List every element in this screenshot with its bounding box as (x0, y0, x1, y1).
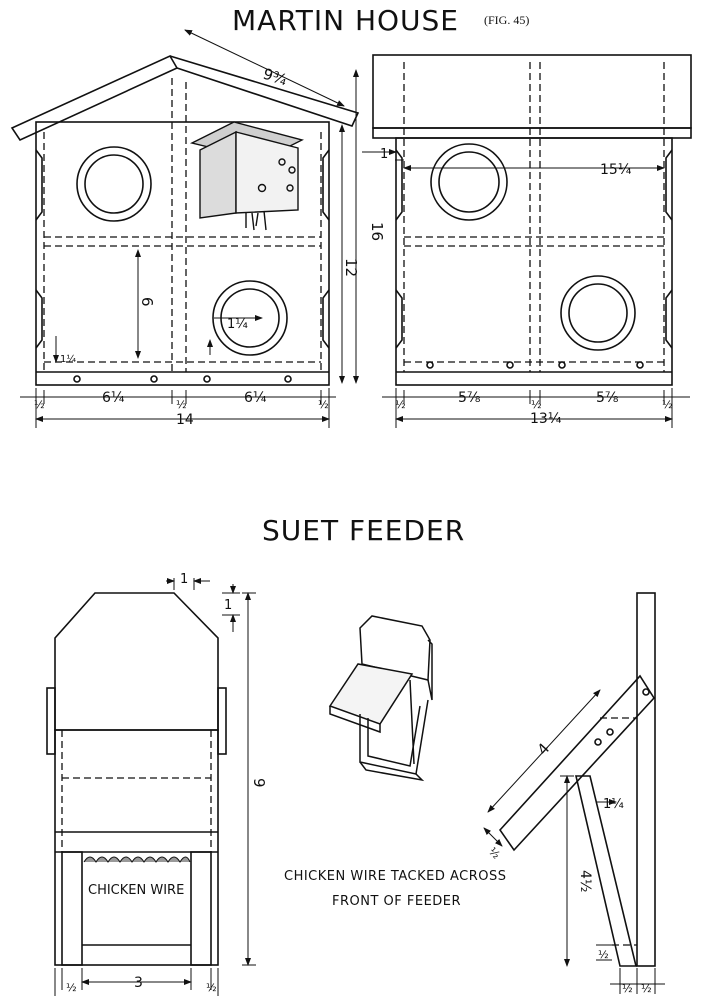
dim-height-4half: 4½ (577, 870, 593, 892)
dim-height-16: 16 (368, 222, 386, 241)
back-board (636, 592, 656, 967)
front-wall-outline (35, 121, 330, 386)
side-bottom-3: ½ (531, 398, 542, 411)
dim-bottom-2: 6¼ (102, 390, 125, 406)
suet-bottom-3: ½ (206, 981, 217, 994)
top-arm (498, 674, 656, 852)
figure-number: (FIG. 45) (484, 13, 530, 27)
dim-height-12: 12 (342, 258, 360, 277)
suet-side-labels: 4 ½ 1¼ 4½ ½ ½ ½ (486, 740, 652, 995)
suet-feeder-side-view (498, 592, 656, 967)
suet-feeder-front-view (46, 592, 227, 966)
side-bottom-5: ½ (662, 398, 673, 411)
dim-inner-6: 6 (138, 297, 156, 307)
dim-side-1: 1 (224, 598, 232, 613)
dim-overhang: 1 (380, 147, 388, 162)
dim-hole-offset: 1¼ (227, 317, 248, 332)
suet-front-top (54, 592, 219, 731)
dim-bottom-5: ½ (318, 398, 329, 411)
note-line-2: FRONT OF FEEDER (332, 894, 461, 909)
side-bottom-1: ½ (395, 398, 406, 411)
side-bottom-b: ½ (641, 982, 652, 995)
dim-roof: 9¾ (261, 65, 290, 90)
dim-arm-thick: ½ (486, 845, 503, 862)
suet-feeder-title: SUET FEEDER (262, 514, 466, 547)
birdhouse-sketch (189, 121, 304, 231)
side-bottom-2: 5⅞ (458, 390, 481, 406)
dim-small-half: ½ (598, 948, 609, 961)
side-roof-edge (372, 127, 692, 139)
suet-front-labels: 1 1 9 CHICKEN WIRE ½ 3 ½ (66, 572, 268, 994)
suet-feeder-isometric (328, 615, 433, 782)
side-bottom-4: 5⅞ (596, 390, 619, 406)
note-line-1: CHICKEN WIRE TACKED ACROSS (284, 869, 507, 884)
side-total-width: 13¼ (530, 411, 562, 427)
suet-note: CHICKEN WIRE TACKED ACROSS FRONT OF FEED… (284, 869, 507, 909)
dim-width-top: 15¼ (600, 162, 632, 178)
dim-offset: 1¼ (603, 797, 624, 812)
martin-house-front-view (10, 54, 360, 386)
dim-bottom-4: 6¼ (244, 390, 267, 406)
dim-bottom-1: ½ (34, 398, 45, 411)
suet-bottom-1: ½ (66, 981, 77, 994)
dim-bottom-3: ½ (176, 398, 187, 411)
side-wall (395, 137, 673, 386)
roof-right (169, 55, 360, 127)
dim-arm-4: 4 (534, 740, 554, 759)
martin-side-dimension-labels: 1 15¼ ½ 5⅞ ½ 5⅞ ½ 13¼ (380, 147, 673, 427)
dim-small: 1¼ (60, 353, 76, 365)
martin-house-side-view (372, 54, 692, 386)
dim-total-width: 14 (176, 412, 194, 428)
dim-height-9: 9 (250, 778, 268, 788)
dim-top-1: 1 (180, 572, 188, 587)
side-roof (372, 54, 692, 129)
suet-bottom-2: 3 (134, 975, 143, 991)
side-bottom-a: ½ (622, 982, 633, 995)
chicken-wire-label: CHICKEN WIRE (88, 883, 184, 898)
